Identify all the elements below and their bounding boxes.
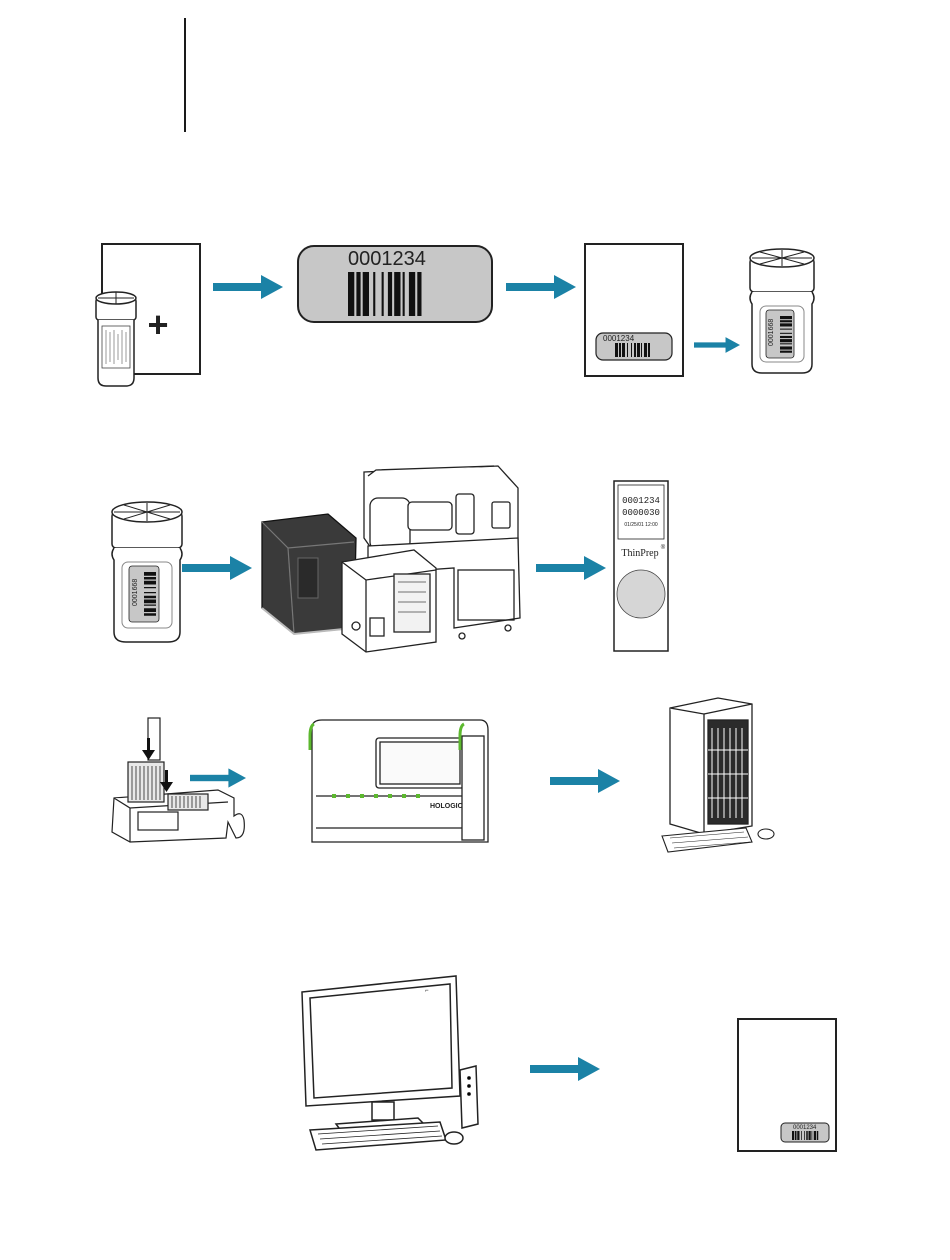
barcode-bar xyxy=(622,343,625,357)
barcode-bar xyxy=(804,1131,805,1140)
arrow-right-icon xyxy=(694,332,740,358)
arrow-right-icon xyxy=(190,764,246,792)
labeled-vial-icon: 0001668 xyxy=(744,246,820,376)
slide-processor-instruments xyxy=(258,458,524,654)
arrow-right-icon xyxy=(182,553,252,583)
arrow-right-icon xyxy=(536,553,606,583)
barcode-bar xyxy=(144,572,156,576)
report-barcode-number: 0001234 xyxy=(793,1125,817,1131)
barcode-bar xyxy=(144,605,156,606)
barcode-bar xyxy=(348,272,354,316)
barcode-bar xyxy=(641,343,642,357)
barcode-bar xyxy=(373,272,375,316)
specimen-vial-icon xyxy=(96,292,136,386)
digital-imager-icon: HOLOGIC xyxy=(302,716,492,854)
barcode-bar xyxy=(795,1131,797,1140)
slide-brand-mark: ® xyxy=(661,544,666,551)
patient-report: 0001234 xyxy=(736,1017,838,1153)
barcode-bar xyxy=(780,336,792,338)
barcode-bar xyxy=(780,346,792,349)
barcode-bar xyxy=(144,587,156,588)
barcode-bar xyxy=(619,343,621,357)
barcode-bar xyxy=(144,600,156,604)
specimen-circle xyxy=(617,570,665,618)
barcode-bar xyxy=(809,1131,811,1140)
barcode-bar xyxy=(797,1131,799,1140)
vial-label-number: 0001668 xyxy=(768,319,775,346)
barcode-bar xyxy=(648,343,650,357)
image-server-icon xyxy=(660,694,778,856)
plus-sign: + xyxy=(147,304,168,345)
barcode-bar xyxy=(403,272,405,316)
small-processor-icon xyxy=(342,550,436,652)
slide-datetime: 01/25/01 12:00 xyxy=(624,522,658,528)
barcode-bar xyxy=(144,592,156,593)
thinprep-slide: 0001234 0000030 01/25/01 12:00 ThinPrep … xyxy=(612,479,670,653)
barcode-bar xyxy=(780,343,792,344)
barcode-bar xyxy=(417,272,421,316)
barcode-bar xyxy=(780,316,792,319)
barcode-bar xyxy=(394,272,400,316)
arrow-right-icon xyxy=(506,272,576,302)
keyboard-icon xyxy=(662,828,752,852)
requisition-form-with-vial: + xyxy=(80,240,210,390)
barcode-bar xyxy=(812,1131,813,1140)
slide-id-line2: 0000030 xyxy=(622,508,660,518)
barcode-bar xyxy=(817,1131,819,1140)
barcode-bar xyxy=(780,351,792,353)
vial-label-number: 0001668 xyxy=(132,579,139,606)
arrow-right-icon xyxy=(550,766,620,796)
barcode-bar xyxy=(631,343,632,357)
barcode-bar xyxy=(780,333,792,334)
slide-id-line1: 0001234 xyxy=(622,496,660,506)
barcode-bar xyxy=(634,343,636,357)
barcode-bar xyxy=(780,320,792,322)
margin-rule xyxy=(184,18,186,132)
keyboard-icon xyxy=(310,1122,446,1150)
barcode-bar xyxy=(780,339,792,342)
imager-brand: HOLOGIC xyxy=(430,803,463,810)
barcode-bar xyxy=(637,343,640,357)
barcode-bar xyxy=(409,272,415,316)
form-barcode-number: 0001234 xyxy=(603,334,635,343)
barcode-bar xyxy=(144,613,156,616)
barcode-bar xyxy=(144,608,156,612)
barcode-bar xyxy=(144,581,156,585)
barcode-bar xyxy=(388,272,392,316)
barcode-bar xyxy=(644,343,647,357)
barcode-bar xyxy=(363,272,369,316)
barcode-bar xyxy=(792,1131,794,1140)
barcode-label: 0001234 xyxy=(296,244,494,324)
barcode-bar xyxy=(806,1131,808,1140)
arrow-right-icon xyxy=(530,1054,600,1084)
barcode-bar xyxy=(814,1131,816,1140)
mouse-icon xyxy=(445,1132,463,1144)
review-workstation-icon: ⌐ xyxy=(300,974,486,1162)
svg-text:⌐: ⌐ xyxy=(425,988,429,994)
barcode-bar xyxy=(801,1131,802,1140)
barcode-bar xyxy=(615,343,618,357)
barcode-bar xyxy=(144,596,156,599)
barcode-bar xyxy=(780,329,792,330)
barcode-bar xyxy=(780,323,792,326)
barcode-bar xyxy=(382,272,384,316)
mouse-icon xyxy=(758,829,774,839)
barcode-label-number: 0001234 xyxy=(348,248,426,270)
labeled-requisition-form: 0001234 xyxy=(583,242,685,378)
slide-brand: ThinPrep xyxy=(621,548,658,559)
arrow-right-icon xyxy=(213,272,283,302)
barcode-bar xyxy=(356,272,360,316)
barcode-bar xyxy=(627,343,628,357)
labeled-vial-icon: 0001668 xyxy=(106,498,188,646)
barcode-bar xyxy=(144,577,156,580)
